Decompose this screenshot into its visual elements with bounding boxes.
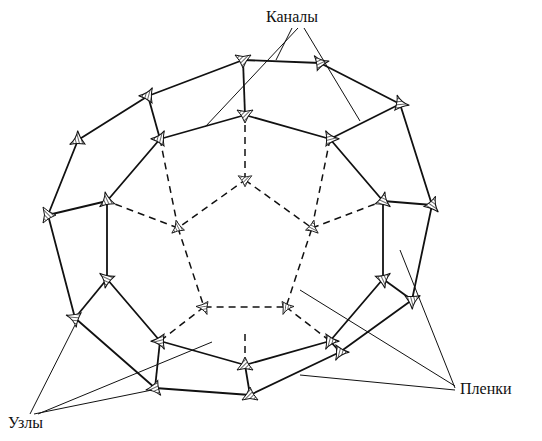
hidden-channels: [107, 115, 383, 365]
plateau-nodes: [43, 55, 438, 400]
part-label: Каналы: [266, 8, 318, 26]
leader-lines: [30, 28, 455, 414]
part-label: Пленки: [460, 380, 512, 398]
visible-channels: [48, 60, 432, 395]
part-label: Узлы: [8, 414, 43, 432]
